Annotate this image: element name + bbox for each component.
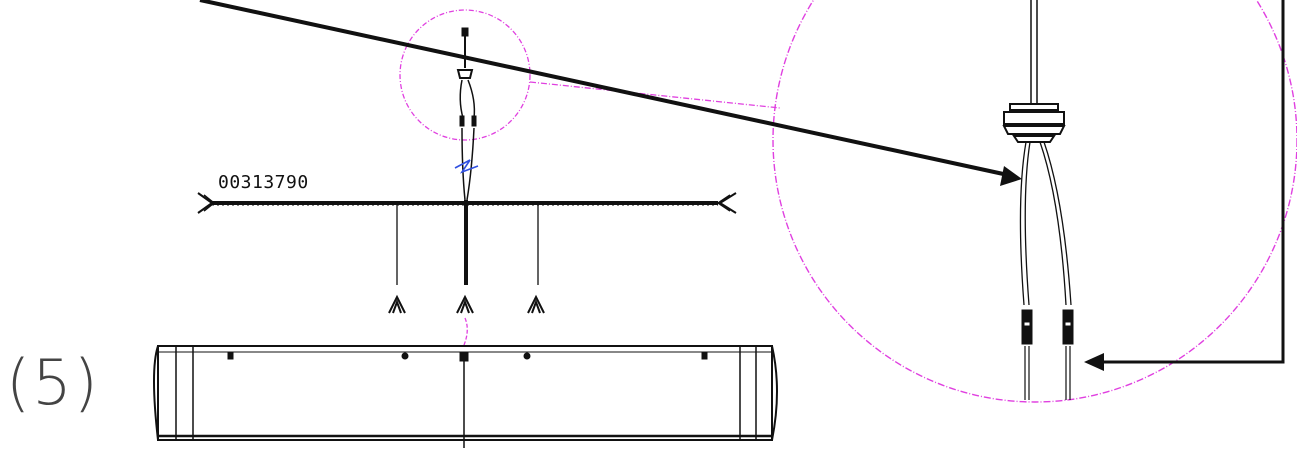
feed-wire [463, 317, 468, 346]
magnifier-leader-line [529, 81, 781, 109]
connector-icon [1021, 309, 1074, 345]
canopy-icon [1002, 0, 1066, 143]
light-fixture [153, 345, 778, 448]
hanger-hooks [388, 294, 545, 314]
part-number-label: 00313790 [218, 172, 309, 193]
magnifier-circle-icon [772, 0, 1297, 403]
break-mark [454, 159, 479, 174]
lower-cables [1024, 346, 1071, 400]
step-number-label: (5) [6, 346, 100, 419]
detail-source-circle [399, 9, 531, 141]
cable-drop-icon [456, 27, 477, 201]
magnified-cables [1019, 141, 1072, 306]
arrow-icon [199, 0, 1285, 371]
